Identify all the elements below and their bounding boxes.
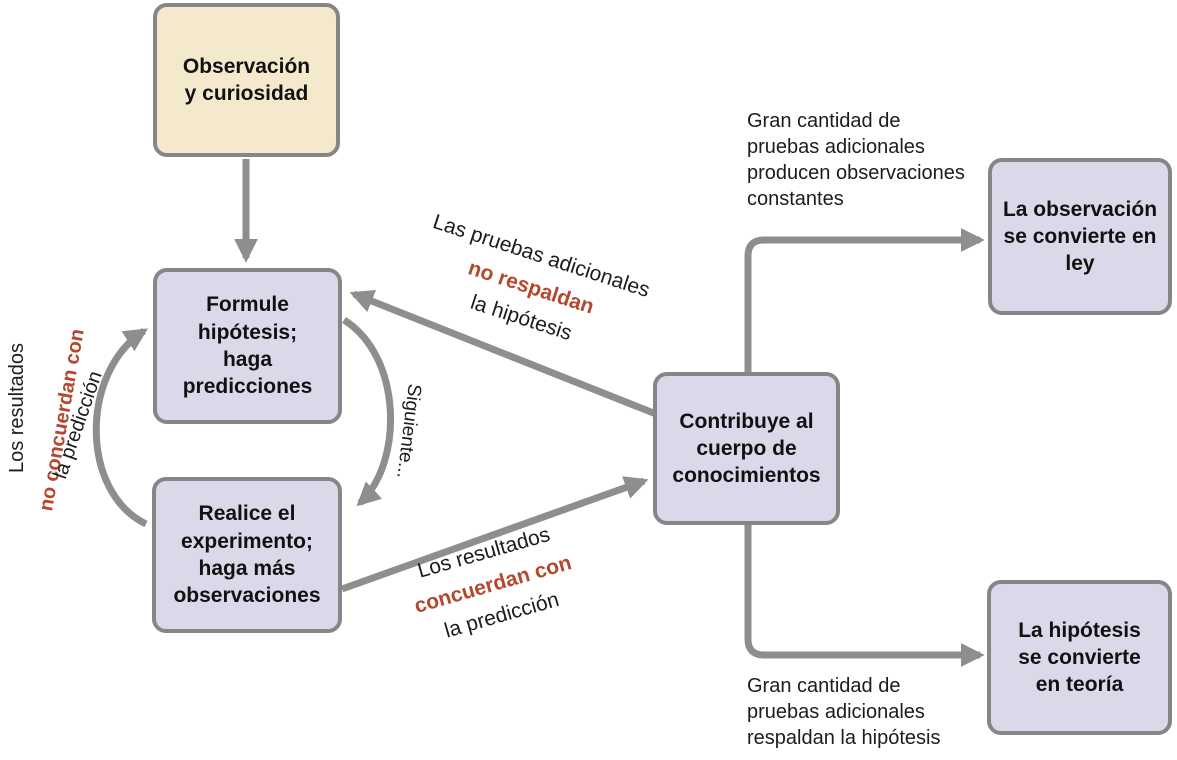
label-pruebas-constantes: Gran cantidad de pruebas adicionales pro…: [747, 110, 965, 210]
label-pruebas-respaldan: Gran cantidad de pruebas adicionales res…: [747, 675, 941, 749]
label-no-concuerdan-line1: Los resultados: [6, 342, 28, 474]
node-realice-experimento: Realice el experimento; haga más observa…: [152, 477, 342, 633]
arrow-concuerdan-to-body-of-knowledge: [340, 476, 649, 593]
arrow-no-respaldan-to-hypothesis: [349, 289, 658, 418]
arc-revise-experiment-to-hypothesis: [92, 328, 149, 528]
node-hipotesis-teoria: La hipótesis se convierte en teoría: [987, 580, 1172, 735]
node-observacion-ley: La observación se convierte en ley: [988, 158, 1172, 315]
connector-to-law: [744, 228, 985, 374]
node-observacion-y-curiosidad: Observación y curiosidad: [153, 3, 340, 157]
arc-next-hypothesis-to-experiment: [342, 317, 394, 507]
node-formule-hipotesis: Formule hipótesis; haga predicciones: [153, 268, 342, 424]
connector-to-theory: [744, 523, 985, 667]
node-contribuye-conocimientos: Contribuye al cuerpo de conocimientos: [653, 372, 840, 525]
